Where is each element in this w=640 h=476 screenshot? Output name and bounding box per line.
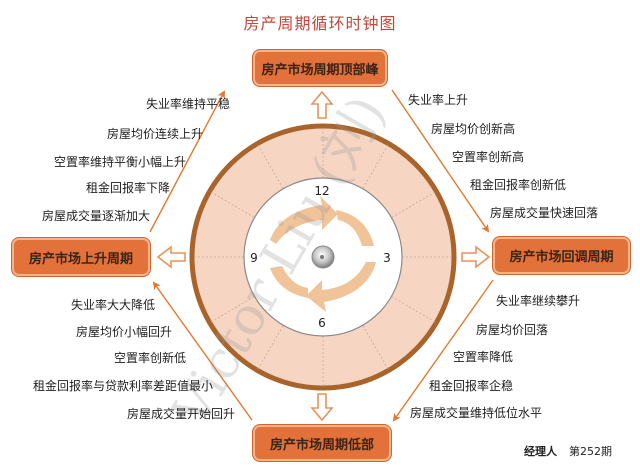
clock-number-3: 3 (383, 251, 391, 265)
indicator-bottom-left-1: 失业率大大降低 (70, 298, 155, 312)
phase-peak-box: 房产市场周期顶部峰 (253, 50, 387, 86)
indicator-top-left-5: 房屋成交量逐渐加大 (41, 209, 150, 223)
indicator-top-left-1: 失业率维持平稳 (145, 97, 230, 111)
indicator-top-right-1: 失业率上升 (408, 93, 469, 107)
clock-number-6: 6 (318, 316, 326, 330)
indicator-bottom-right-2: 房屋均价回落 (476, 323, 549, 337)
source-credit: 经理人第252期 (524, 443, 612, 459)
indicator-bottom-right-4: 租金回报率企稳 (429, 379, 514, 393)
arrow-up-icon (310, 90, 334, 119)
clock-number-12: 12 (314, 184, 329, 198)
phase-rising-box: 房产市场上升周期 (12, 238, 150, 276)
cycle-connector-lines (149, 89, 494, 422)
arrow-right-icon (461, 245, 491, 269)
arrow-left-icon (156, 245, 186, 269)
indicator-top-right-3: 空置率创新高 (452, 150, 525, 164)
indicator-top-left-4: 租金回报率下降 (85, 181, 170, 195)
indicator-top-right-4: 租金回报率创新低 (470, 178, 567, 192)
indicator-bottom-left-3: 空置率创新低 (113, 351, 186, 365)
phase-trough-box: 房产市场周期低部 (253, 425, 391, 461)
indicator-top-left-2: 房屋均价连续上升 (106, 127, 203, 141)
dial-tick-lines (194, 128, 452, 386)
arrow-down-icon (310, 393, 334, 422)
indicator-top-right-5: 房屋成交量快速回落 (490, 206, 599, 220)
indicator-bottom-left-5: 房屋成交量开始回升 (126, 407, 235, 421)
indicator-bottom-left-4: 租金回报率与贷款利率差距值最小 (32, 379, 213, 393)
indicator-bottom-right-5: 房屋成交量维持低位水平 (410, 406, 543, 420)
cycle-arrows-icon (270, 196, 376, 312)
phase-correction-box: 房产市场回调周期 (493, 237, 630, 274)
indicator-bottom-right-1: 失业率继续攀升 (496, 294, 581, 308)
clock-number-9: 9 (250, 251, 258, 265)
indicator-bottom-left-2: 房屋均价小幅回升 (75, 325, 172, 339)
diagram-title: 房产周期循环时钟图 (243, 14, 397, 33)
indicator-top-right-2: 房屋均价创新高 (431, 122, 516, 136)
indicator-top-left-3: 空置率维持平衡小幅上升 (53, 155, 186, 169)
direction-arrows (156, 90, 491, 422)
publication-name: 经理人 (524, 445, 557, 458)
issue-number: 第252期 (569, 445, 612, 458)
indicator-bottom-right-3: 空置率降低 (453, 350, 514, 364)
